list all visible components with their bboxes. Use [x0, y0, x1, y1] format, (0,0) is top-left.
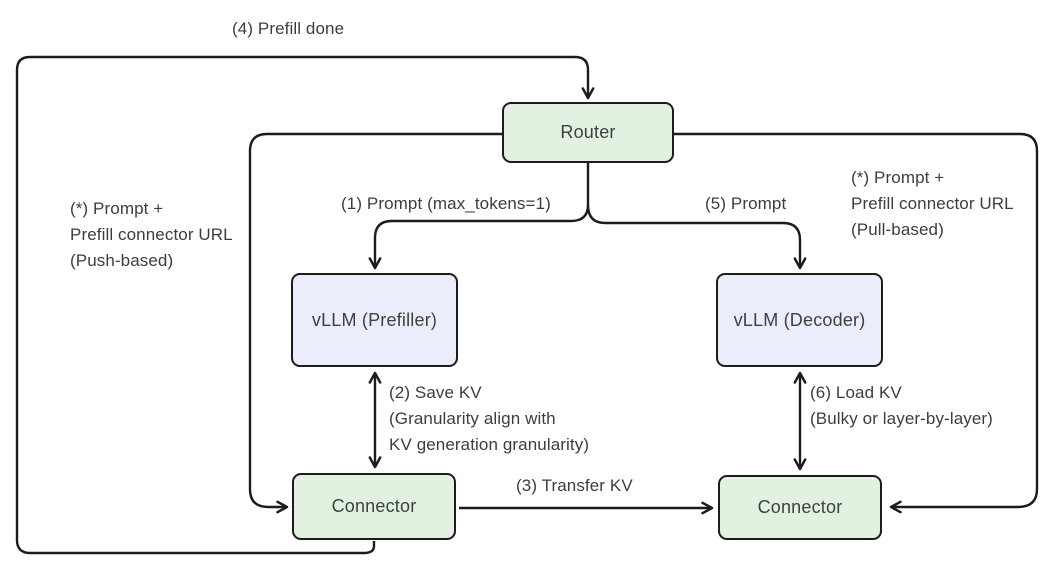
label-load-kv: (6) Load KV (Bulky or layer-by-layer): [810, 383, 993, 428]
node-vllm-prefiller: vLLM (Prefiller): [291, 273, 458, 367]
label-prompt-decoder: (5) Prompt: [705, 194, 787, 213]
node-connector-left: Connector: [292, 473, 456, 540]
label-transfer-kv: (3) Transfer KV: [516, 476, 633, 495]
node-vllm-decoder: vLLM (Decoder): [716, 273, 883, 367]
label-pull-based: (*) Prompt + Prefill connector URL (Pull…: [851, 168, 1014, 239]
label-save-kv: (2) Save KV (Granularity align with KV g…: [389, 383, 590, 454]
edge-push-line: [248, 132, 502, 514]
edge-prefill-done-line: [15, 55, 595, 555]
edge-prompt-decoder-line: [586, 204, 807, 270]
node-router: Router: [502, 102, 674, 163]
label-prompt-max-tokens: (1) Prompt (max_tokens=1): [341, 194, 551, 213]
node-connector-right: Connector: [718, 475, 882, 540]
label-prefill-done: (4) Prefill done: [232, 19, 345, 38]
label-push-based: (*) Prompt + Prefill connector URL (Push…: [70, 199, 233, 270]
edge-pull-line: [674, 132, 1039, 514]
edge-prompt-prefiller-line: [368, 204, 590, 270]
